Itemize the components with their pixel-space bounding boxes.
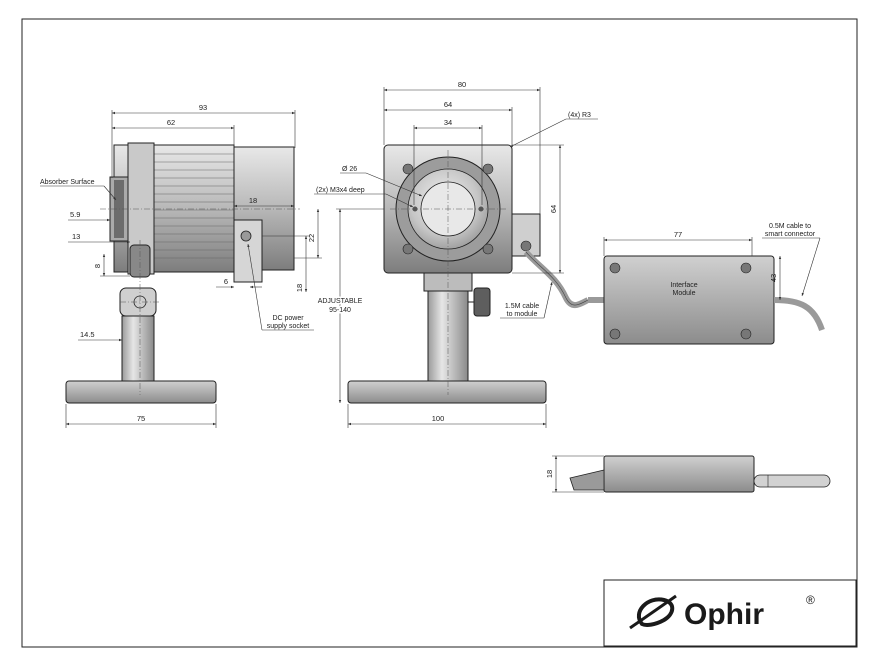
- dim-64-horizontal: 64: [444, 100, 452, 109]
- dc-power-label-line1: DC power: [272, 315, 304, 322]
- interface-module-side-body: [603, 455, 755, 493]
- dim-34: 34: [444, 118, 452, 127]
- front-clamp-knob: [473, 287, 491, 317]
- radius-label: (4x) R3: [568, 112, 591, 119]
- dc-socket-icon: [240, 230, 252, 242]
- dim-18-vertical: 18: [295, 284, 304, 292]
- registered-mark: ®: [806, 593, 815, 607]
- dim-13: 13: [72, 232, 80, 241]
- dim-8: 8: [93, 264, 102, 268]
- front-view: 80 64 34 64 100 ADJUSTABLE 95-140 (4x) R…: [314, 80, 598, 428]
- screw-icon: [740, 328, 752, 340]
- side-heatsink-fins: [154, 153, 234, 259]
- dim-62: 62: [167, 118, 175, 127]
- dim-5-9: 5.9: [70, 210, 80, 219]
- dim-80: 80: [458, 80, 466, 89]
- ophir-logo-icon: [629, 594, 677, 630]
- interface-module-top-view: Interface Module 77 43 0.5M cable to sma…: [588, 223, 825, 345]
- side-view: 93 62 18 22 18 6 5.9 13 8 14.5 75 Absorb…: [40, 103, 322, 428]
- screw-icon: [402, 243, 414, 255]
- dim-22: 22: [307, 234, 316, 242]
- dim-43: 43: [769, 274, 778, 282]
- dim-77: 77: [674, 230, 682, 239]
- dim-6: 6: [224, 277, 228, 286]
- adjustable-label-line2: 95-140: [329, 307, 351, 314]
- cable-label-line1: 1.5M cable: [505, 303, 539, 310]
- dim-18-module: 18: [545, 470, 554, 478]
- dim-14-5: 14.5: [80, 330, 95, 339]
- screw-icon: [402, 163, 414, 175]
- title-block: Ophir ®: [603, 579, 857, 647]
- dim-100: 100: [432, 414, 445, 423]
- side-clamp-knob: [129, 244, 151, 278]
- smart-connector-label-line1: 0.5M cable to: [769, 223, 811, 230]
- side-dc-socket-box: [233, 219, 263, 283]
- screw-icon: [740, 262, 752, 274]
- side-base: [65, 380, 217, 404]
- smart-connector-cable: [773, 297, 825, 332]
- interface-module-title-line1: Interface: [670, 282, 697, 289]
- screw-icon: [609, 328, 621, 340]
- dc-power-label-line2: supply socket: [267, 323, 309, 330]
- m3-thread-label: (2x) M3x4 deep: [316, 187, 365, 194]
- interface-module-side-view: 18: [545, 455, 831, 493]
- side-rear-housing: [233, 146, 295, 271]
- diameter-label: Ø 26: [342, 166, 357, 173]
- cable-label-line2: to module: [507, 311, 538, 318]
- screw-icon: [482, 243, 494, 255]
- screw-icon: [609, 262, 621, 274]
- absorber-surface-label: Absorber Surface: [40, 179, 95, 186]
- dim-18: 18: [249, 196, 257, 205]
- interface-module-title-line2: Module: [673, 290, 696, 297]
- smart-connector-label-line2: smart connector: [765, 231, 816, 238]
- brand-name: Ophir: [684, 598, 764, 631]
- adjustable-label-line1: ADJUSTABLE: [318, 298, 363, 305]
- screw-icon: [482, 163, 494, 175]
- dim-75: 75: [137, 414, 145, 423]
- front-base: [347, 380, 547, 404]
- dim-93: 93: [199, 103, 207, 112]
- dim-64-vertical: 64: [549, 205, 558, 213]
- side-post: [121, 315, 155, 383]
